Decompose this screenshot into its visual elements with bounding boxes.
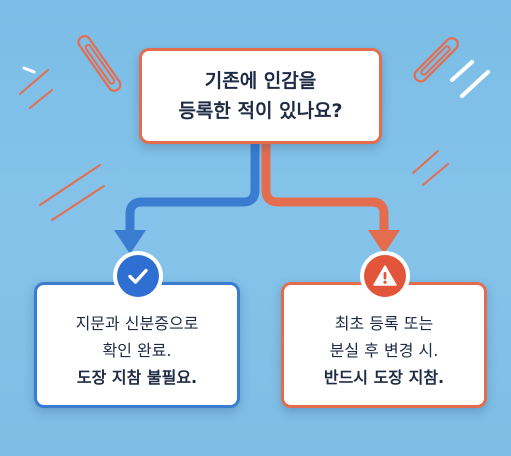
left-result-line-1: 지문과 신분증으로 xyxy=(75,313,199,333)
decor-line xyxy=(460,70,490,98)
right-result-line-2: 분실 후 변경 시. xyxy=(329,340,439,360)
paperclip-icon xyxy=(413,37,459,83)
left-result-line-3: 도장 지참 불필요. xyxy=(76,367,198,387)
question-box: 기존에 인감을 등록한 적이 있나요? xyxy=(139,48,382,144)
decor-line xyxy=(19,69,49,95)
decor-line xyxy=(450,60,474,82)
left-result-box: 지문과 신분증으로 확인 완료. 도장 지참 불필요. xyxy=(34,282,240,408)
decor-line xyxy=(412,150,439,174)
warning-icon xyxy=(364,255,406,297)
left-branch-arrow xyxy=(125,144,260,232)
right-arrowhead xyxy=(368,230,400,254)
decor-line xyxy=(39,164,101,206)
decor-line xyxy=(29,89,53,109)
decorative-strokes xyxy=(19,60,490,221)
right-result-line-1: 최초 등록 또는 xyxy=(334,313,434,333)
decor-line xyxy=(22,66,36,74)
left-arrowhead xyxy=(114,230,146,254)
paperclip-icon xyxy=(77,35,122,92)
left-result-line-2: 확인 완료. xyxy=(102,340,172,360)
checkmark-icon xyxy=(117,255,159,297)
question-line-1: 기존에 인감을 xyxy=(204,70,317,92)
right-branch-arrow xyxy=(261,144,389,232)
right-result-line-3: 반드시 도장 지참. xyxy=(323,367,445,387)
decor-line xyxy=(51,185,105,221)
decor-line xyxy=(422,163,449,186)
right-result-box: 최초 등록 또는 분실 후 변경 시. 반드시 도장 지참. xyxy=(281,282,487,408)
question-line-2: 등록한 적이 있나요? xyxy=(178,100,343,122)
